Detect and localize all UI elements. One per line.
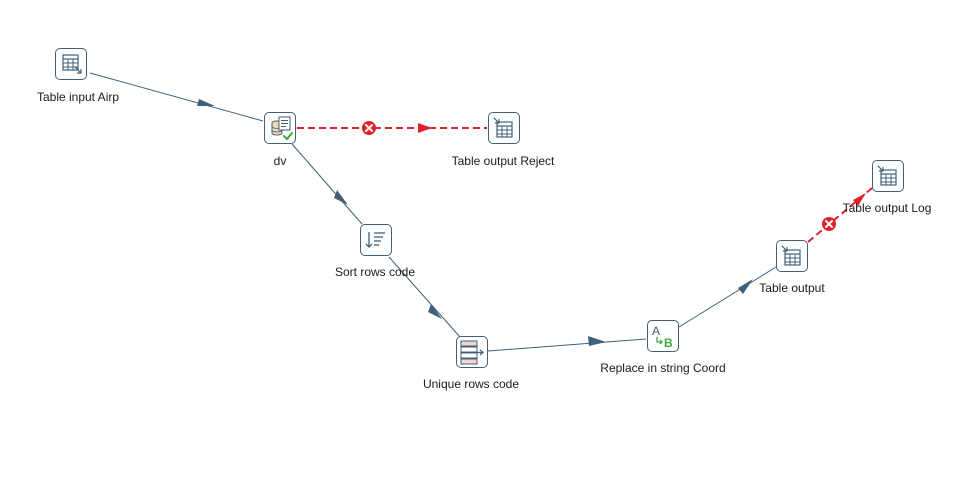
svg-text:B: B <box>664 336 673 350</box>
replace-string-icon: A B <box>652 324 673 350</box>
hop-arrow <box>428 304 442 319</box>
hop-unique-rows-to-replace[interactable] <box>487 336 647 352</box>
hop-table-output-to-table-output-log[interactable] <box>807 187 873 243</box>
hop-arrow <box>738 279 753 294</box>
hop-table-input-to-dv[interactable] <box>89 72 264 122</box>
table-input-icon <box>62 54 82 74</box>
data-validator-icon <box>271 116 293 141</box>
step-label-table-output-reject: Table output Reject <box>451 154 555 168</box>
hop-replace-to-table-output[interactable] <box>678 266 777 328</box>
step-table-output-log[interactable] <box>872 160 904 192</box>
table-output-icon <box>781 245 801 266</box>
step-table-output[interactable] <box>776 240 808 272</box>
hop-arrow <box>588 336 606 346</box>
svg-text:A: A <box>652 324 660 338</box>
step-label-table-input-airp: Table input Airp <box>36 90 120 104</box>
sort-rows-icon <box>365 232 385 248</box>
table-output-icon <box>877 165 897 186</box>
step-dv[interactable] <box>264 112 296 144</box>
hop-arrow <box>197 99 215 106</box>
hop-dv-to-sort-rows[interactable] <box>291 143 363 225</box>
step-sort-rows-code[interactable] <box>360 224 392 256</box>
step-label-table-output: Table output <box>759 281 825 295</box>
step-label-table-output-log: Table output Log <box>842 201 932 215</box>
error-hop-icon <box>362 121 376 135</box>
step-label-replace-in-string-coord: Replace in string Coord <box>600 361 726 375</box>
step-table-input-airp[interactable] <box>55 48 87 80</box>
table-output-icon <box>493 117 513 138</box>
step-label-dv: dv <box>273 154 287 168</box>
hop-arrow <box>334 190 348 205</box>
step-table-output-reject[interactable] <box>488 112 520 144</box>
unique-rows-icon <box>460 340 484 365</box>
hop-dv-to-table-output-reject[interactable] <box>297 121 487 135</box>
step-label-sort-rows-code: Sort rows code <box>334 265 416 279</box>
hop-arrow <box>418 123 432 133</box>
error-hop-icon <box>822 217 836 231</box>
hop-sort-rows-to-unique-rows[interactable] <box>388 256 461 338</box>
hop-arrow <box>853 193 866 206</box>
step-label-unique-rows-code: Unique rows code <box>422 377 520 391</box>
step-unique-rows-code[interactable] <box>456 336 488 368</box>
step-replace-in-string-coord[interactable]: A B <box>647 320 679 352</box>
